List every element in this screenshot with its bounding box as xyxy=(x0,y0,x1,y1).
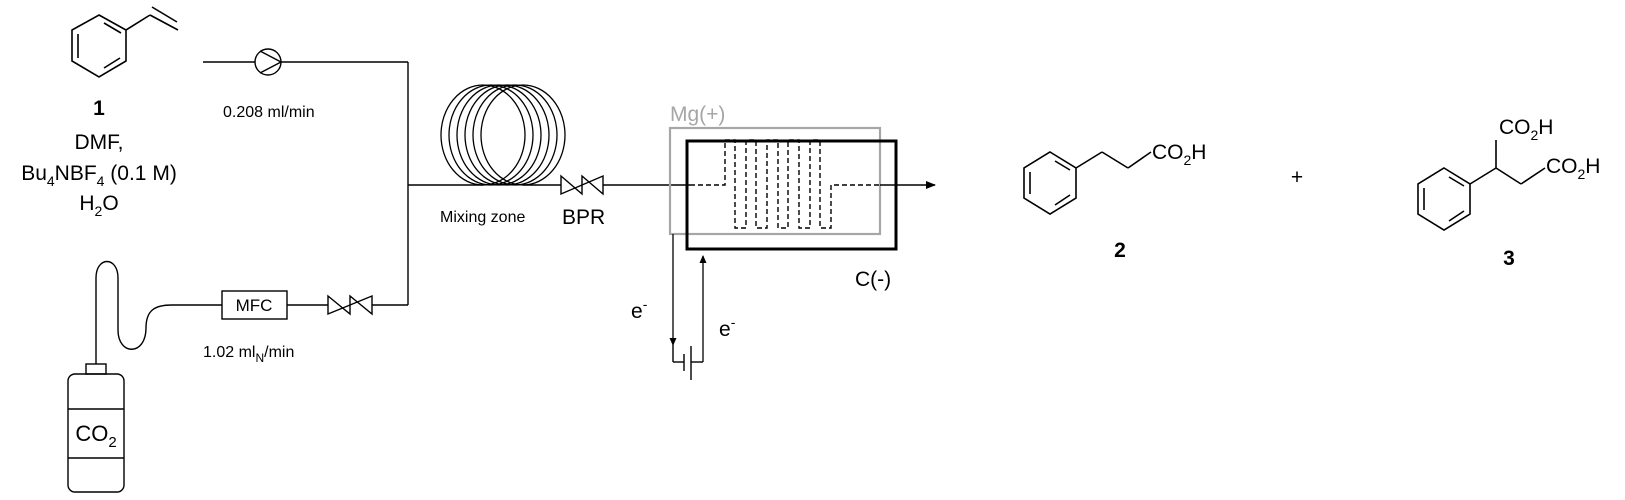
product-3-acid-label-right: CO2H xyxy=(1546,155,1600,182)
solvent-label: DMF, xyxy=(75,131,124,154)
gas-valve-icon xyxy=(287,294,408,316)
electron-label-right: e- xyxy=(719,314,736,341)
mixing-zone-label: Mixing zone xyxy=(440,209,525,226)
mixing-coil-icon xyxy=(440,84,566,186)
electron-label-left: e- xyxy=(631,296,648,323)
mfc-box xyxy=(221,290,288,320)
product-2-structure xyxy=(1023,151,1152,215)
product-3-acid-label-top: CO2H xyxy=(1499,116,1553,143)
anode-label: Mg(+) xyxy=(670,103,725,126)
anode-electrode xyxy=(668,126,882,236)
co2-cylinder-label: CO2 xyxy=(75,421,116,451)
product-3-number: 3 xyxy=(1503,247,1515,270)
serpentine-channel xyxy=(690,139,880,229)
mfc-label: MFC xyxy=(236,296,273,315)
styrene-structure xyxy=(71,6,179,78)
water-label: H2O xyxy=(79,192,118,219)
gas-tubing xyxy=(95,261,222,364)
compound-1-number: 1 xyxy=(93,97,105,120)
co2-cylinder-icon xyxy=(67,363,125,493)
pump-flow-rate: 0.208 ml/min xyxy=(223,104,315,121)
product-3-structure xyxy=(1417,140,1546,231)
product-2-acid-label: CO2H xyxy=(1152,141,1206,168)
product-2-number: 2 xyxy=(1114,239,1126,262)
bpr-label: BPR xyxy=(562,206,605,229)
cathode-electrode xyxy=(685,139,898,251)
plus-sign: + xyxy=(1291,166,1303,189)
battery-icon xyxy=(672,345,703,380)
pump-icon xyxy=(254,48,282,76)
cathode-label: C(-) xyxy=(855,268,891,291)
gas-flow-rate: 1.02 mlN/min xyxy=(203,344,294,365)
electrolyte-label: Bu4NBF4 (0.1 M) xyxy=(21,162,177,189)
bpr-valve-icon xyxy=(560,174,690,196)
liquid-feed-line xyxy=(203,61,409,305)
